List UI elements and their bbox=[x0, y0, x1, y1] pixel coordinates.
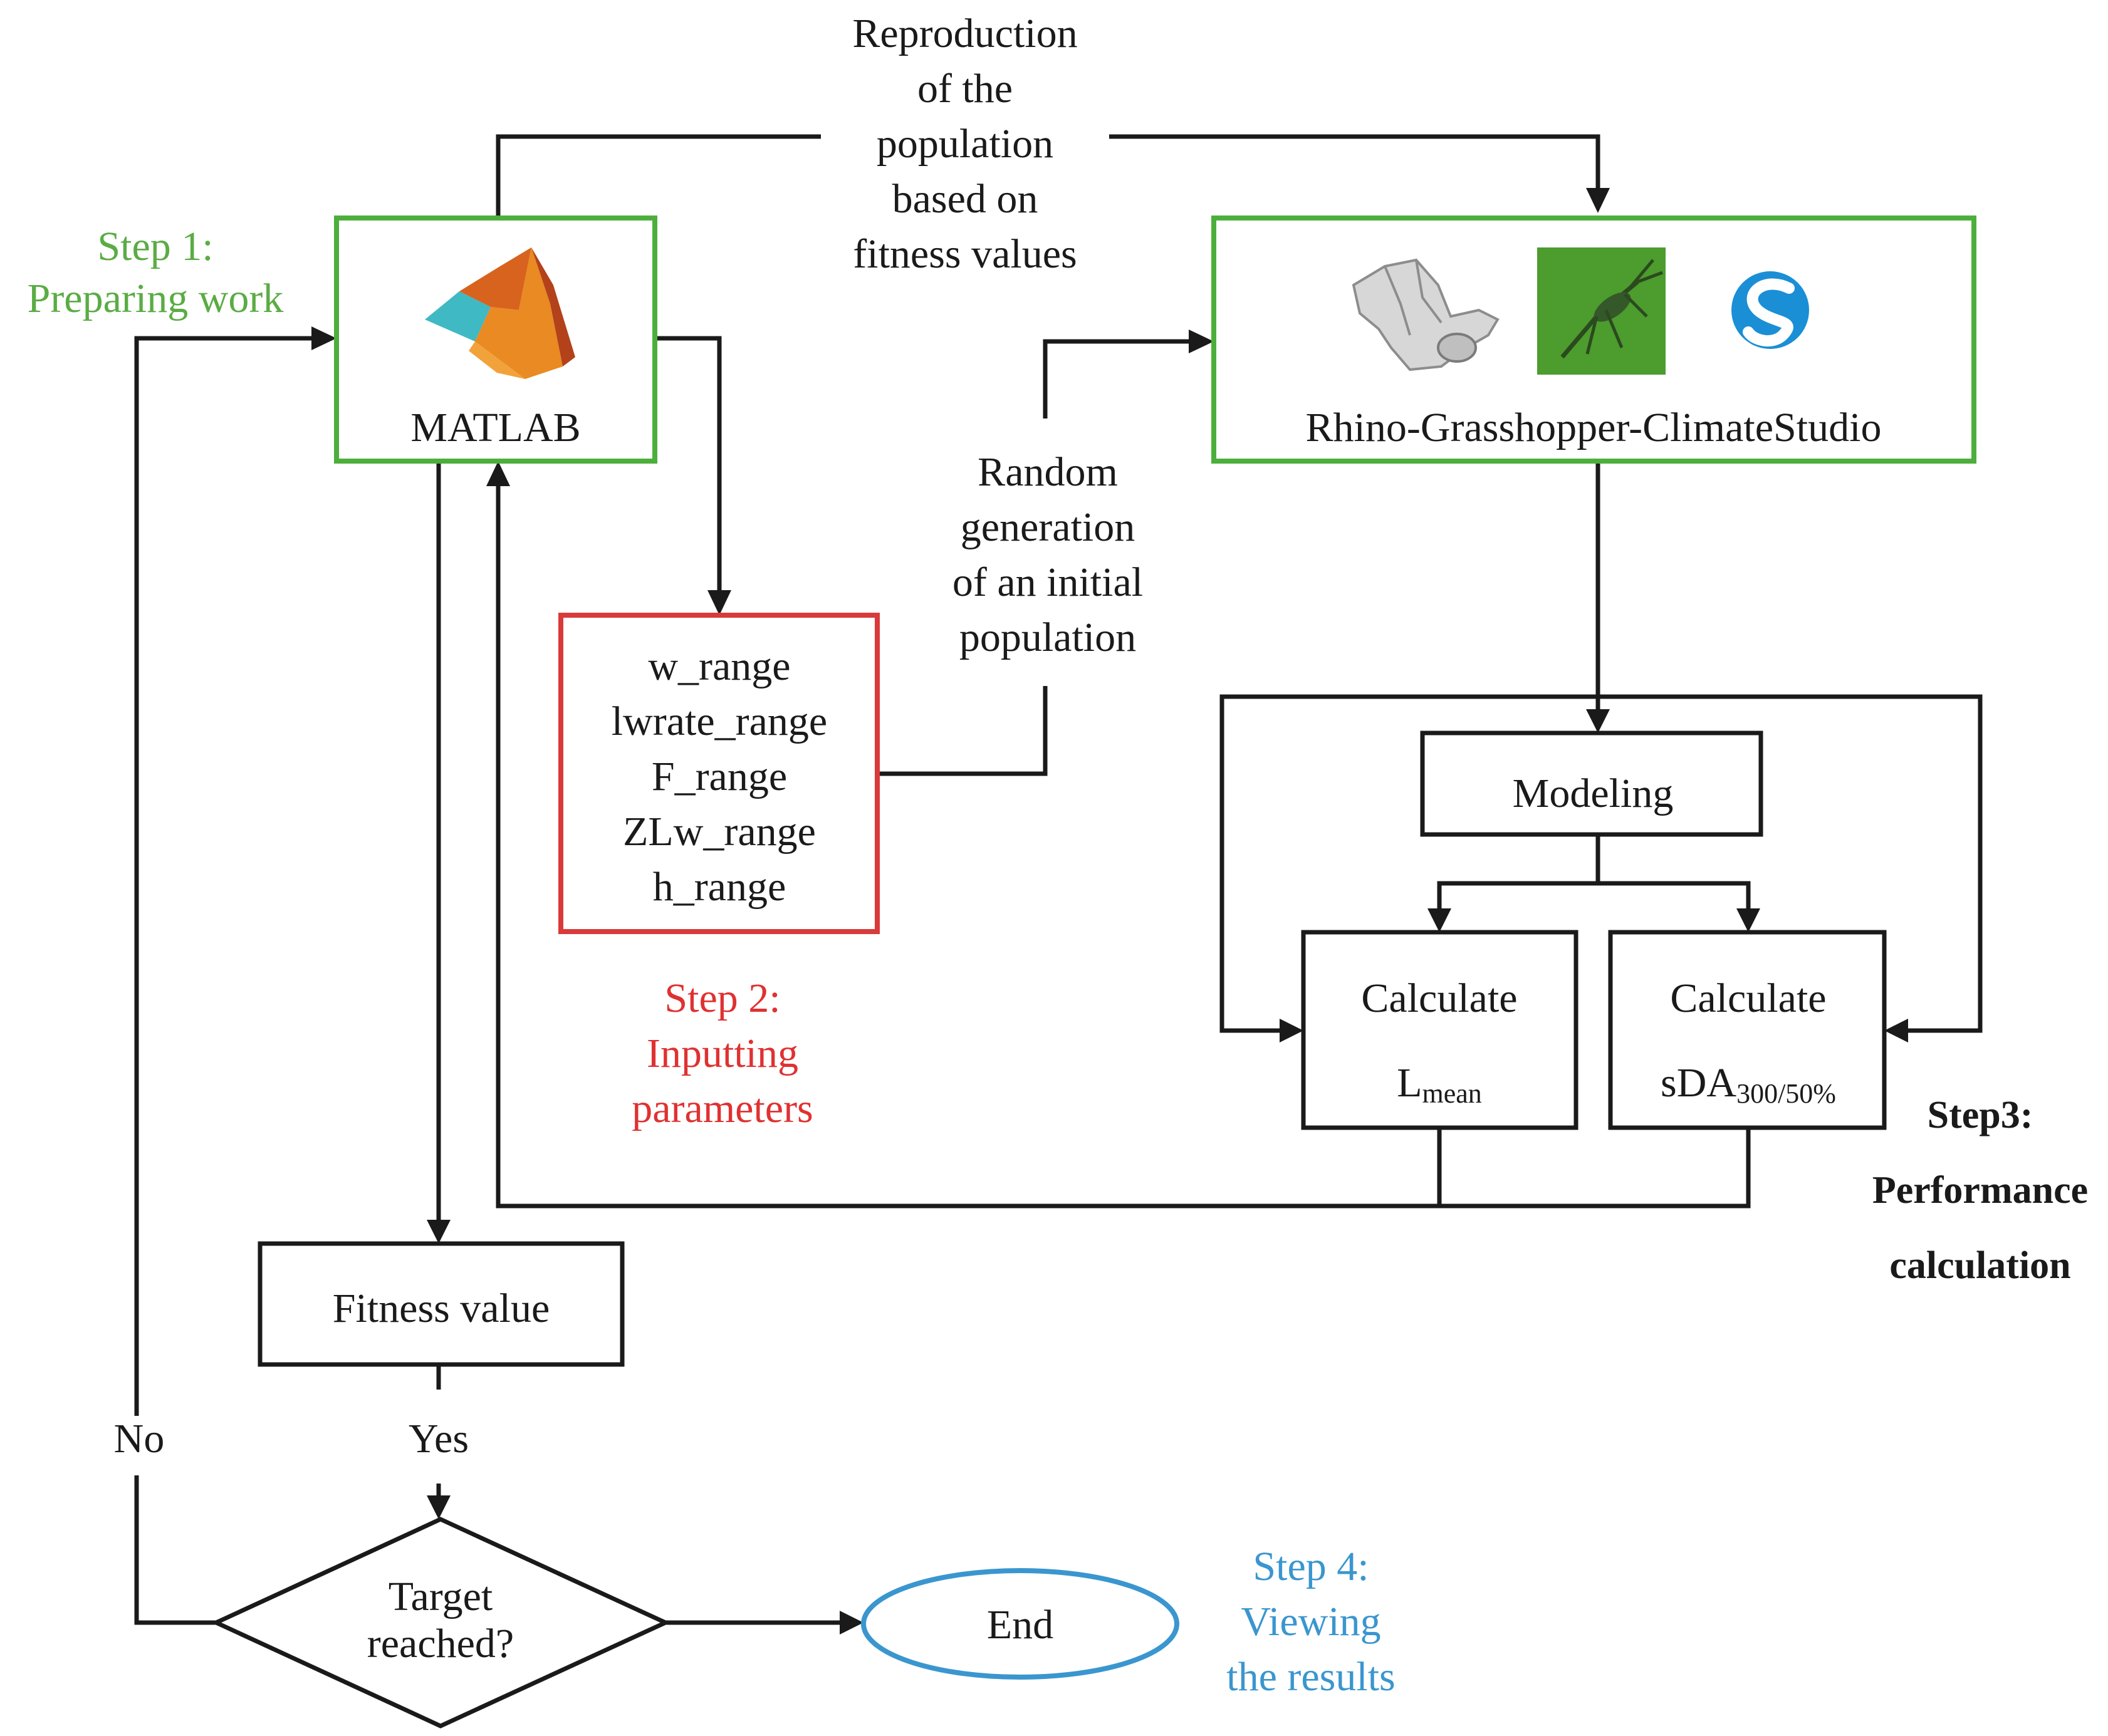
random-line: Random bbox=[978, 449, 1118, 495]
parameter-line: ZLw_range bbox=[623, 809, 816, 855]
parameter-line: h_range bbox=[653, 864, 786, 910]
step1-line: Step 1: bbox=[97, 224, 213, 269]
matlab-label: MATLAB bbox=[410, 405, 580, 450]
arrowhead bbox=[707, 590, 731, 615]
climatestudio-icon bbox=[1731, 271, 1809, 349]
edge-loop-right bbox=[1598, 694, 1983, 1033]
step3-line: Step3: bbox=[1928, 1094, 2033, 1136]
matlab-membrane-logo bbox=[425, 247, 575, 379]
lmean-sub: mean bbox=[1422, 1078, 1482, 1109]
edge-results-return bbox=[496, 476, 1442, 1208]
lmean-base: L bbox=[1397, 1060, 1422, 1106]
step3-line: Performance bbox=[1872, 1169, 2088, 1212]
reproduction-line: population bbox=[877, 121, 1053, 167]
connectors bbox=[134, 134, 1983, 1635]
arrowhead bbox=[1884, 1019, 1908, 1042]
calc-lmean-box bbox=[1301, 930, 1578, 1130]
arrowhead bbox=[311, 326, 337, 350]
random-generation-label: Random generation of an initial population bbox=[952, 449, 1143, 660]
edge-modeling-split-right bbox=[1598, 881, 1751, 920]
arrowhead bbox=[486, 461, 510, 486]
parameter-line: lwrate_range bbox=[612, 699, 827, 744]
arrowhead bbox=[1586, 188, 1610, 213]
grasshopper-icon bbox=[1537, 247, 1666, 375]
parameters-box bbox=[558, 613, 880, 934]
random-line: population bbox=[959, 615, 1136, 660]
random-line: generation bbox=[961, 504, 1135, 550]
edge-decision-no-lower bbox=[134, 1475, 216, 1625]
arrowhead bbox=[427, 1495, 451, 1519]
decision-line: reached? bbox=[367, 1621, 514, 1666]
calc-sda-metric: sDA300/50% bbox=[1661, 1060, 1836, 1109]
arrowhead bbox=[1427, 908, 1451, 932]
edge-loop-left bbox=[1219, 694, 1598, 1033]
calc-lmean-line1: Calculate bbox=[1361, 975, 1517, 1021]
rhino-icon bbox=[1352, 258, 1500, 372]
edge-params-to-random bbox=[877, 686, 1048, 776]
fitness-box bbox=[258, 1241, 625, 1367]
end-oval bbox=[861, 1568, 1179, 1680]
fitness-label: Fitness value bbox=[333, 1286, 550, 1331]
step1-line: Preparing work bbox=[28, 276, 284, 321]
decision-line: Target bbox=[389, 1574, 493, 1619]
reproduction-line: based on bbox=[892, 176, 1038, 222]
step2-line: Step 2: bbox=[664, 975, 780, 1021]
end-label: End bbox=[987, 1602, 1053, 1648]
reproduction-line: of the bbox=[917, 66, 1013, 112]
edge-reproduction-left bbox=[496, 134, 821, 218]
reproduction-line: fitness values bbox=[853, 231, 1077, 277]
random-line: of an initial bbox=[952, 559, 1143, 605]
sda-sub: 300/50% bbox=[1736, 1078, 1836, 1109]
matlab-box bbox=[334, 216, 657, 464]
edge-random-to-rhino bbox=[1043, 339, 1200, 418]
step3-label: Step3: Performance calculation bbox=[1872, 1094, 2088, 1287]
step3-line: calculation bbox=[1889, 1244, 2070, 1287]
edge-matlab-to-params bbox=[655, 336, 722, 601]
rhino-box bbox=[1211, 216, 1976, 464]
sda-base: sDA bbox=[1661, 1060, 1736, 1106]
parameter-line: F_range bbox=[652, 754, 787, 799]
calc-sda-box bbox=[1608, 930, 1887, 1130]
step4-line: the results bbox=[1226, 1654, 1395, 1700]
step4-line: Step 4: bbox=[1253, 1544, 1369, 1589]
yes-label: Yes bbox=[409, 1416, 469, 1462]
step4-label: Step 4: Viewing the results bbox=[1226, 1544, 1395, 1700]
step2-line: Inputting bbox=[647, 1031, 798, 1076]
calc-sda-line1: Calculate bbox=[1670, 975, 1826, 1021]
parameter-line: w_range bbox=[648, 643, 790, 689]
arrowhead bbox=[1736, 908, 1760, 932]
edge-results-return-right bbox=[1439, 1128, 1751, 1208]
edge-reproduction-right bbox=[1109, 134, 1600, 199]
calc-lmean-metric: Lmean bbox=[1397, 1060, 1482, 1109]
decision-diamond bbox=[211, 1517, 671, 1728]
arrowhead bbox=[840, 1611, 864, 1635]
reproduction-label: Reproduction of the population based on fitn… bbox=[852, 11, 1077, 277]
reproduction-line: Reproduction bbox=[852, 11, 1077, 56]
arrowhead bbox=[1189, 330, 1214, 353]
matlab-node: MATLAB bbox=[334, 216, 657, 464]
modeling-box bbox=[1420, 730, 1763, 837]
edge-modeling-split bbox=[1437, 836, 1600, 920]
step2-label: Step 2: Inputting parameters bbox=[632, 975, 813, 1131]
step2-line: parameters bbox=[632, 1086, 813, 1131]
rhino-label: Rhino-Grasshopper-ClimateStudio bbox=[1306, 405, 1882, 450]
step1-label: Step 1: Preparing work bbox=[28, 224, 284, 321]
arrowhead bbox=[1586, 709, 1610, 733]
edge-decision-no-upper bbox=[134, 336, 323, 1416]
no-label: No bbox=[114, 1416, 165, 1462]
step4-line: Viewing bbox=[1241, 1599, 1380, 1645]
modeling-label: Modeling bbox=[1513, 771, 1674, 816]
arrowhead bbox=[1280, 1019, 1303, 1042]
rhino-node: Rhino-Grasshopper-ClimateStudio bbox=[1211, 216, 1976, 464]
arrowhead bbox=[427, 1220, 451, 1244]
